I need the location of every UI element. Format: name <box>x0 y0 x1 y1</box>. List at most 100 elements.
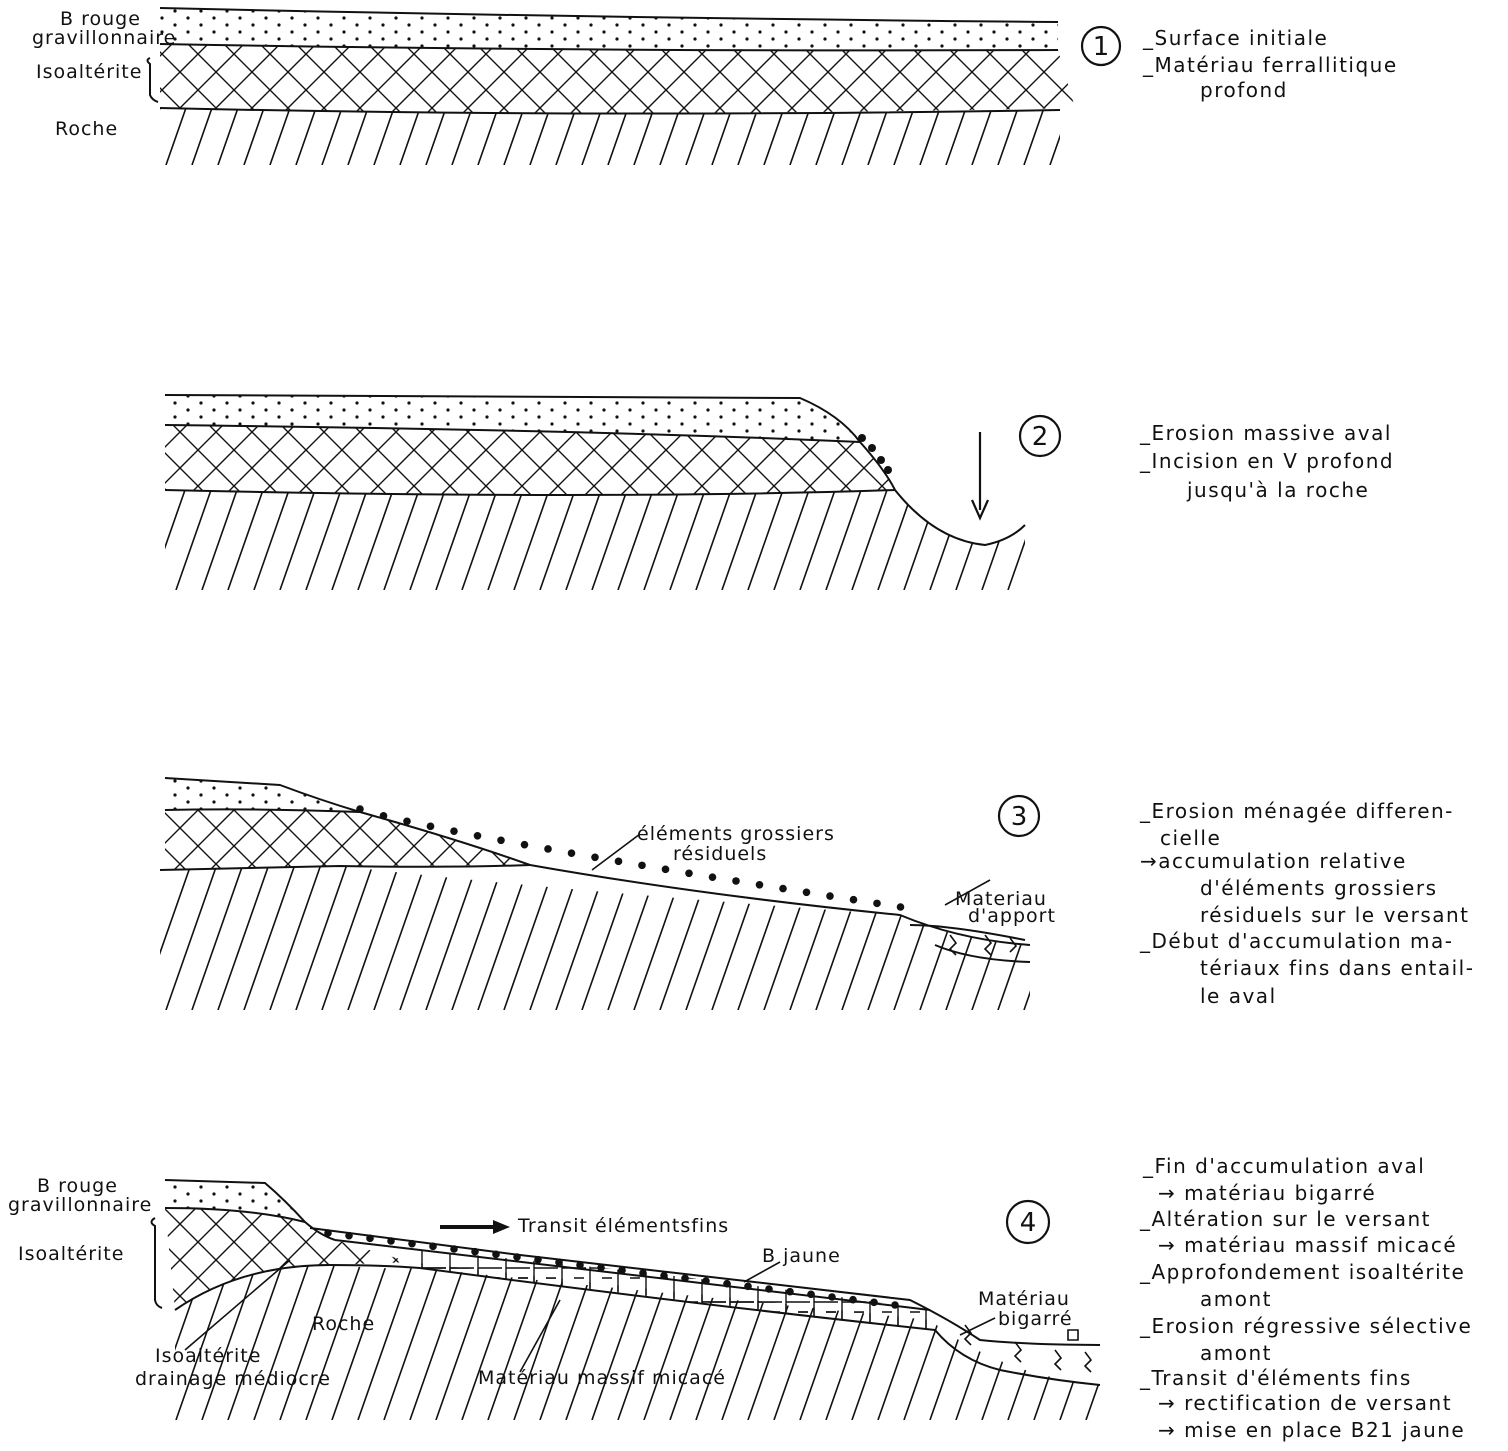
stage3-grossiers-label-1: éléments grossiers <box>637 823 835 845</box>
rock-hatch-line <box>384 1250 444 1420</box>
rock-hatch-line <box>1008 485 1045 590</box>
gravel-dot <box>807 1291 815 1299</box>
rock-hatch-line <box>410 1250 470 1420</box>
gravel-dot <box>366 1235 374 1243</box>
rock-hatch-line <box>868 105 889 165</box>
stage3-grossiers-label-2: résiduels <box>673 843 767 865</box>
rock-hatch-line <box>842 105 863 165</box>
stage2-note-1: _Erosion massive aval <box>1139 421 1392 445</box>
stage1-note-2: _Matériau ferrallitique <box>1142 53 1398 77</box>
stage3-note-4: d'éléments grossiers <box>1200 876 1438 900</box>
gravel-dot <box>870 1299 878 1307</box>
rock-hatch-line <box>956 1250 1016 1420</box>
stage1-note-3: profond <box>1200 78 1288 102</box>
stage3-note-3: →accumulation relative <box>1140 849 1407 873</box>
stage4-bigarre-label-1: Matériau <box>978 1288 1070 1310</box>
stage2-note-2: _Incision en V profond <box>1139 449 1394 473</box>
gravel-dot <box>492 1251 500 1259</box>
gravel-dot <box>786 1288 794 1296</box>
rock-hatch-line <box>244 860 297 1010</box>
rock-hatch-line <box>774 1250 834 1420</box>
rock-hatch-line <box>556 860 609 1010</box>
rock-hatch-line <box>452 860 505 1010</box>
rock-hatch-line <box>504 860 557 1010</box>
gravel-dot <box>568 849 576 857</box>
gravel-dot <box>429 1243 437 1251</box>
rock-hatch-line <box>816 105 837 165</box>
stage4-iso-med-label-1: Isoaltérite <box>155 1345 261 1367</box>
rock-hatch-line <box>868 860 921 1010</box>
rock-hatch-line <box>878 1250 938 1420</box>
rock-hatch-line <box>722 1250 782 1420</box>
stage3-note-2: cielle <box>1160 826 1221 850</box>
stage4-note-6: amont <box>1200 1287 1272 1311</box>
gravel-dot <box>744 1283 752 1291</box>
rock-hatch-line <box>140 860 193 1010</box>
gravel-dot <box>660 1272 668 1280</box>
gravel-dot <box>497 836 505 844</box>
rock-hatch-line <box>982 1250 1042 1420</box>
gravel-dot <box>685 869 693 877</box>
stage1-isoalterite-layer <box>160 44 1075 113</box>
rock-hatch-line <box>800 1250 860 1420</box>
rock-hatch-line <box>192 860 245 1010</box>
rock-hatch-line <box>738 860 791 1010</box>
stage2-number: 2 <box>1032 422 1049 452</box>
gravel-dot <box>803 889 811 897</box>
stage4-b-jaune-label: B jaune <box>762 1245 841 1267</box>
stage1-number: 1 <box>1093 32 1110 62</box>
gravel-dot <box>555 1259 563 1267</box>
stage1-roche-label: Roche <box>55 118 118 140</box>
rock-hatch-line <box>894 105 915 165</box>
gravel-dot <box>403 817 411 825</box>
gravel-dot <box>427 823 435 831</box>
gravel-dot <box>513 1253 521 1261</box>
rock-hatch-line <box>348 105 369 165</box>
rock-hatch-line <box>296 860 349 1010</box>
stage1-note-1: _Surface initiale <box>1142 26 1328 50</box>
gravel-dot <box>891 1301 899 1309</box>
rock-hatch-line <box>400 105 421 165</box>
rock-hatch-line <box>218 105 239 165</box>
gravel-dot <box>723 1280 731 1288</box>
gravel-dot <box>828 1293 836 1301</box>
gravel-dot <box>387 1237 395 1245</box>
rock-hatch-line <box>894 860 947 1010</box>
stage4-note-11: → mise en place B21 jaune <box>1158 1418 1465 1442</box>
rock-hatch-line <box>1060 1250 1120 1420</box>
rock-hatch-line <box>998 860 1051 1010</box>
stage4-transit-arrow-icon <box>440 1220 510 1234</box>
gravel-dot <box>521 841 529 849</box>
rock-hatch-line <box>426 860 479 1010</box>
rock-hatch-line <box>530 860 583 1010</box>
stage3-apport-label-2: d'apport <box>968 905 1056 927</box>
gravel-dot <box>765 1285 773 1293</box>
rock-hatch-line <box>1008 1250 1068 1420</box>
gravel-dot <box>826 892 834 900</box>
stage3-isoalterite-layer <box>165 809 530 870</box>
stage4-micace-label: Matériau massif micacé <box>478 1367 726 1389</box>
stage3-rock-layer <box>140 860 1077 1010</box>
stage4-b-rouge-label-2: gravillonnaire <box>8 1194 152 1216</box>
stage4-isoalterite-label: Isoaltérite <box>18 1243 124 1265</box>
stage3-number: 3 <box>1011 802 1028 832</box>
stage4-note-9: _Transit d'éléments fins <box>1139 1366 1412 1390</box>
rock-hatch-line <box>478 860 531 1010</box>
rock-hatch-line <box>166 860 219 1010</box>
rock-hatch-line <box>332 1250 392 1420</box>
rock-hatch-line <box>686 860 739 1010</box>
gravel-dot <box>639 1269 647 1277</box>
rock-hatch-line <box>270 860 323 1010</box>
gravel-dot <box>380 812 388 820</box>
gravel-dot <box>450 1245 458 1253</box>
stage1-b-rouge-label-2: gravillonnaire <box>32 27 176 49</box>
rock-hatch-line <box>946 105 967 165</box>
stage2-rock-layer <box>150 485 1045 590</box>
rock-hatch-line <box>140 105 161 165</box>
stage-3-section: éléments grossiers résiduels Materiau d'… <box>140 778 1474 1010</box>
gravel-dot <box>873 900 881 908</box>
gravel-dot <box>356 805 364 813</box>
rock-hatch-line <box>478 105 499 165</box>
rock-hatch-line <box>660 860 713 1010</box>
rock-hatch-line <box>852 1250 912 1420</box>
